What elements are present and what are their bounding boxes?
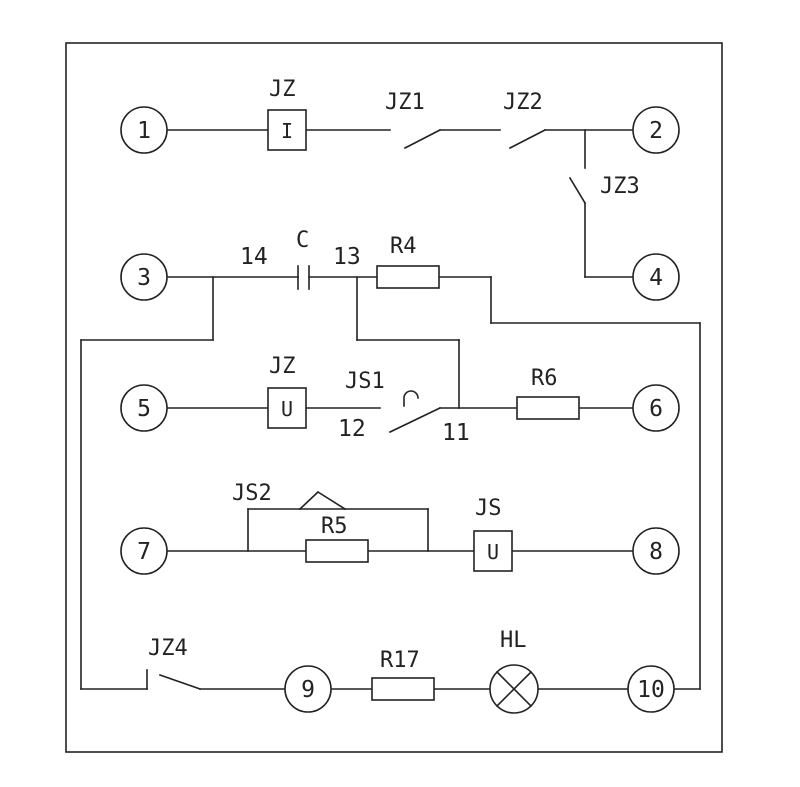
- resistor-r4: [376, 265, 440, 289]
- resistor-r17: [371, 677, 435, 701]
- hl-lamp-label: HL: [500, 628, 527, 653]
- terminal-6: 6: [632, 384, 680, 432]
- wires-row-3: [80, 265, 701, 690]
- terminal-3: 3: [120, 253, 168, 301]
- hl-lamp: [489, 664, 539, 714]
- resistor-r5: [305, 539, 369, 563]
- resistor-r5-label: R5: [321, 514, 348, 539]
- js-voltage-coil: [473, 530, 513, 572]
- js-voltage-coil-symbol: U: [487, 540, 499, 564]
- jz-voltage-coil: [267, 387, 307, 429]
- node-11-label: 11: [442, 420, 470, 446]
- terminal-5: 5: [120, 384, 168, 432]
- node-14-label: 14: [240, 244, 268, 270]
- jz-current-coil-label: JZ: [269, 77, 296, 102]
- jz4-contact-label: JZ4: [148, 636, 188, 661]
- terminal-8-label: 8: [649, 539, 663, 565]
- node-12-label: 12: [338, 416, 366, 442]
- terminal-7: 7: [120, 527, 168, 575]
- terminal-5-label: 5: [137, 396, 151, 422]
- terminal-3-label: 3: [137, 265, 151, 291]
- capacitor-c-label: C: [296, 228, 309, 253]
- resistor-r17-label: R17: [380, 648, 420, 673]
- js-voltage-coil-label: JS: [475, 496, 502, 521]
- resistor-r6-label: R6: [531, 366, 558, 391]
- terminal-2-label: 2: [649, 118, 663, 144]
- jz-voltage-coil-symbol: U: [281, 397, 293, 421]
- terminal-6-label: 6: [649, 396, 663, 422]
- wires-row-9: [80, 669, 629, 691]
- terminal-4: 4: [632, 253, 680, 301]
- resistor-r6: [516, 396, 580, 420]
- js2-contact-label: JS2: [232, 481, 272, 506]
- node-13-label: 13: [333, 244, 361, 270]
- diagram-frame: [65, 42, 723, 753]
- wires-row-1: [166, 128, 634, 278]
- js1-contact-label: JS1: [345, 369, 385, 394]
- jz3-contact-label: JZ3: [600, 174, 640, 199]
- resistor-r4-label: R4: [390, 234, 417, 259]
- terminal-10: 10: [627, 665, 675, 713]
- jz-current-coil-symbol: I: [281, 119, 293, 143]
- wires-row-5: [166, 390, 634, 434]
- terminal-9: 9: [284, 665, 332, 713]
- terminal-7-label: 7: [137, 539, 151, 565]
- jz2-contact-label: JZ2: [503, 90, 543, 115]
- terminal-2: 2: [632, 106, 680, 154]
- wires-row-7: [166, 508, 634, 552]
- terminal-1: 1: [120, 106, 168, 154]
- js2-contact: [298, 490, 347, 511]
- terminal-8: 8: [632, 527, 680, 575]
- jz-current-coil: [267, 109, 307, 151]
- terminal-10-label: 10: [637, 677, 665, 703]
- terminal-4-label: 4: [649, 265, 663, 291]
- jz-voltage-coil-label: JZ: [269, 354, 296, 379]
- terminal-1-label: 1: [137, 118, 151, 144]
- jz1-contact-label: JZ1: [385, 90, 425, 115]
- terminal-9-label: 9: [301, 677, 315, 703]
